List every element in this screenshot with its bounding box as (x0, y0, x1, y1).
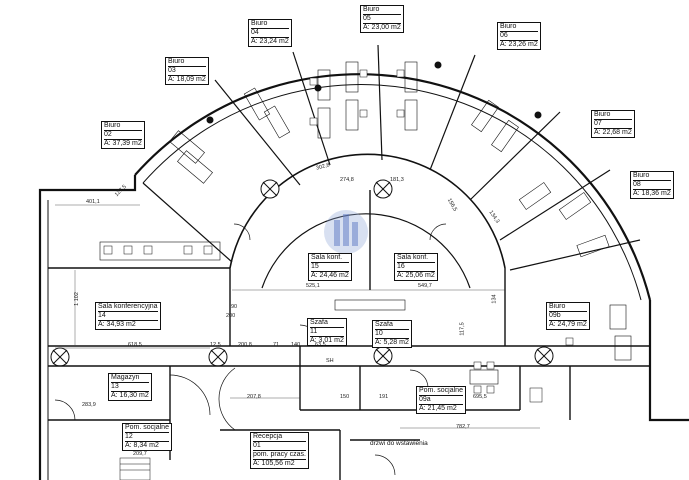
outer-walls (38, 73, 689, 480)
dimension-lines (55, 204, 540, 429)
dim-label: 207,8 (247, 394, 261, 400)
dim-label: 695,5 (473, 394, 487, 400)
dim-label: 274,8 (340, 177, 354, 183)
door-note: drzwi do wstawienia (370, 440, 428, 447)
dim-label: 12,5 (210, 342, 221, 348)
dim-label: 63,5 (315, 342, 326, 348)
dim-label: 150 (340, 394, 350, 400)
dim-label: 191 (379, 394, 389, 400)
dim-label: 71 (273, 342, 280, 348)
dim-label: 782,7 (456, 424, 470, 430)
dim-label: 1 102 (73, 292, 80, 306)
dim-label: 181,3 (390, 177, 404, 183)
stairs (119, 387, 543, 480)
dim-label: 134 (491, 294, 498, 304)
dim-label: 200 (226, 313, 236, 319)
columns (50, 61, 554, 367)
dim-label: 283,9 (82, 402, 96, 408)
inner-arcs (229, 153, 506, 290)
dim-label: 618,5 (128, 342, 142, 348)
watermark-logo-icon (324, 210, 368, 254)
dim-label: 401,1 (86, 199, 100, 205)
dim-label: 140 (291, 342, 301, 348)
chairs (103, 69, 574, 394)
radial-walls (142, 44, 641, 271)
sh-marker: SH (326, 358, 334, 364)
dim-label: 90 (231, 304, 238, 310)
dim-label: 549,7 (418, 283, 432, 289)
dim-label: 525,1 (306, 283, 320, 289)
desks (99, 61, 632, 385)
dim-label: 117,5 (459, 322, 466, 336)
dim-label: 209,7 (133, 451, 147, 457)
dim-label: 200,8 (238, 342, 252, 348)
interior-walls (48, 267, 650, 480)
